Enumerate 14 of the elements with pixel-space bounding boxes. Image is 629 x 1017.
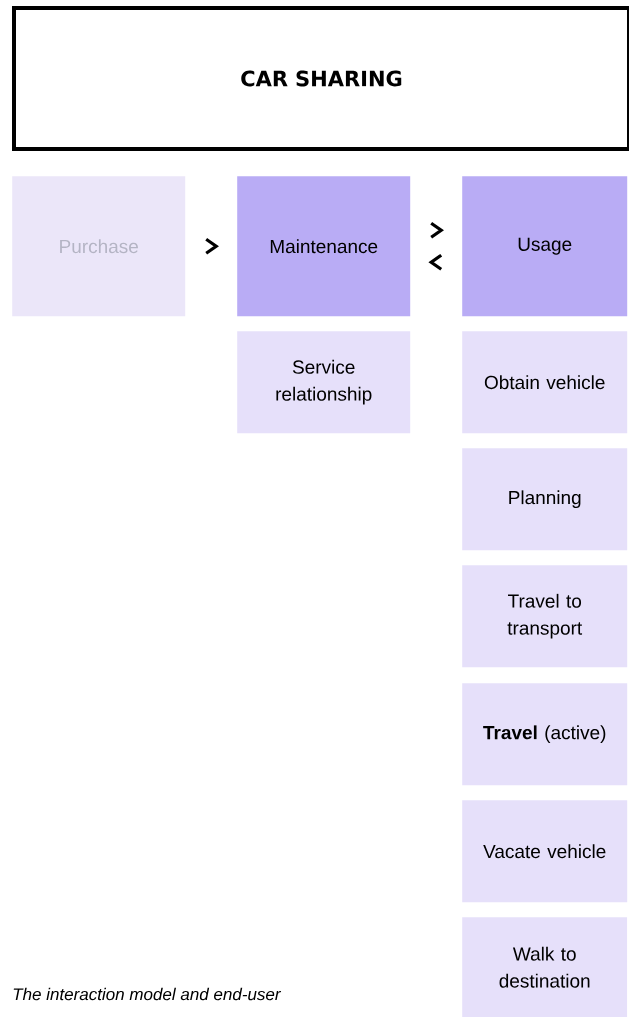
chevron-arrow <box>430 221 444 239</box>
stage-box: Travel to transport <box>462 565 628 668</box>
stage-box: Usage <box>462 176 628 317</box>
stage-box: Travel (active) <box>462 683 628 786</box>
caption: The interaction model and end-user <box>13 987 282 1001</box>
stage-box: Maintenance <box>237 176 411 317</box>
stage-box: Planning <box>462 448 628 551</box>
title-box: CAR SHARING <box>12 6 629 151</box>
chevron-arrow <box>205 237 219 255</box>
stage-box: Vacate vehicle <box>462 800 628 903</box>
stage-box: Obtain vehicle <box>462 331 628 434</box>
stage-box: Service relationship <box>237 331 411 434</box>
stage-box: Walk to destination <box>462 917 628 1017</box>
chevron-arrow <box>428 253 443 271</box>
